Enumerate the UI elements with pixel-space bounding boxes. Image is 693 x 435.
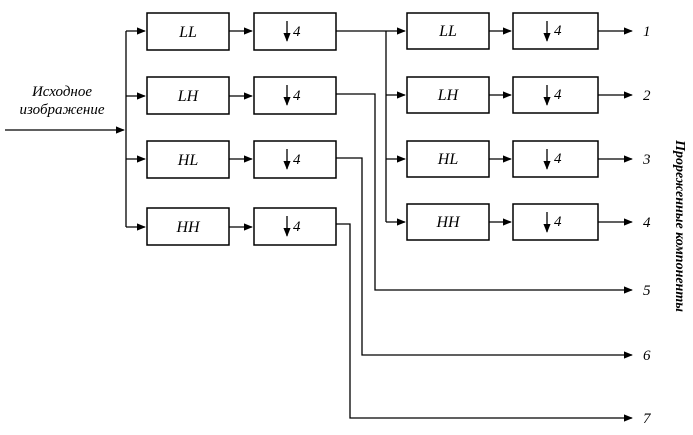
- input-label-line1: Исходное: [31, 84, 92, 100]
- stage2-downsampler-4: 4: [512, 203, 599, 241]
- output-number-5: 5: [643, 283, 651, 299]
- downsample-factor: 4: [293, 24, 301, 40]
- stage1-filter-ll: LL: [146, 12, 230, 51]
- filter-label: HL: [177, 152, 199, 169]
- stage1-downsampler-4: 4: [253, 207, 337, 246]
- output-number-6: 6: [643, 348, 651, 364]
- side-label: Прореженные компоненты: [672, 139, 687, 312]
- downsample-factor: 4: [554, 87, 562, 103]
- output-number-3: 3: [642, 152, 651, 168]
- downsample-factor: 4: [293, 88, 301, 104]
- downsample-factor: 4: [554, 23, 562, 39]
- input-label-line2: изображение: [19, 102, 104, 118]
- stage1-downsampler-2: 4: [253, 76, 337, 115]
- stage2-downsampler-3: 4: [512, 140, 599, 178]
- stage1-downsampler-1: 4: [253, 12, 337, 51]
- filter-label: LH: [177, 88, 200, 105]
- stage2-filter-ll: LL: [406, 12, 490, 50]
- stage2-downsampler-1: 4: [512, 12, 599, 50]
- filter-label: LH: [437, 87, 460, 104]
- output-number-1: 1: [643, 24, 651, 40]
- stage1-downsampler-3: 4: [253, 140, 337, 179]
- stage2-filter-hl: HL: [406, 140, 490, 178]
- filter-label: LL: [438, 23, 457, 40]
- output-number-2: 2: [643, 88, 651, 104]
- stage1-filter-lh: LH: [146, 76, 230, 115]
- stage2-filter-lh: LH: [406, 76, 490, 114]
- output-number-7: 7: [643, 411, 652, 427]
- filter-label: HH: [175, 219, 201, 236]
- stage1-filter-hh: HH: [146, 207, 230, 246]
- filter-label: HL: [437, 151, 459, 168]
- output-number-4: 4: [643, 215, 651, 231]
- filter-label: LL: [178, 24, 197, 41]
- downsample-factor: 4: [293, 152, 301, 168]
- stage2-filter-hh: HH: [406, 203, 490, 241]
- output-path-5: [336, 93, 633, 294]
- stage2-downsampler-2: 4: [512, 76, 599, 114]
- downsample-factor: 4: [554, 214, 562, 230]
- output-path-6: [336, 157, 633, 359]
- downsample-factor: 4: [293, 219, 301, 235]
- downsample-factor: 4: [554, 151, 562, 167]
- stage1-filter-hl: HL: [146, 140, 230, 179]
- output-path-7: [336, 223, 633, 422]
- filter-label: HH: [435, 214, 461, 231]
